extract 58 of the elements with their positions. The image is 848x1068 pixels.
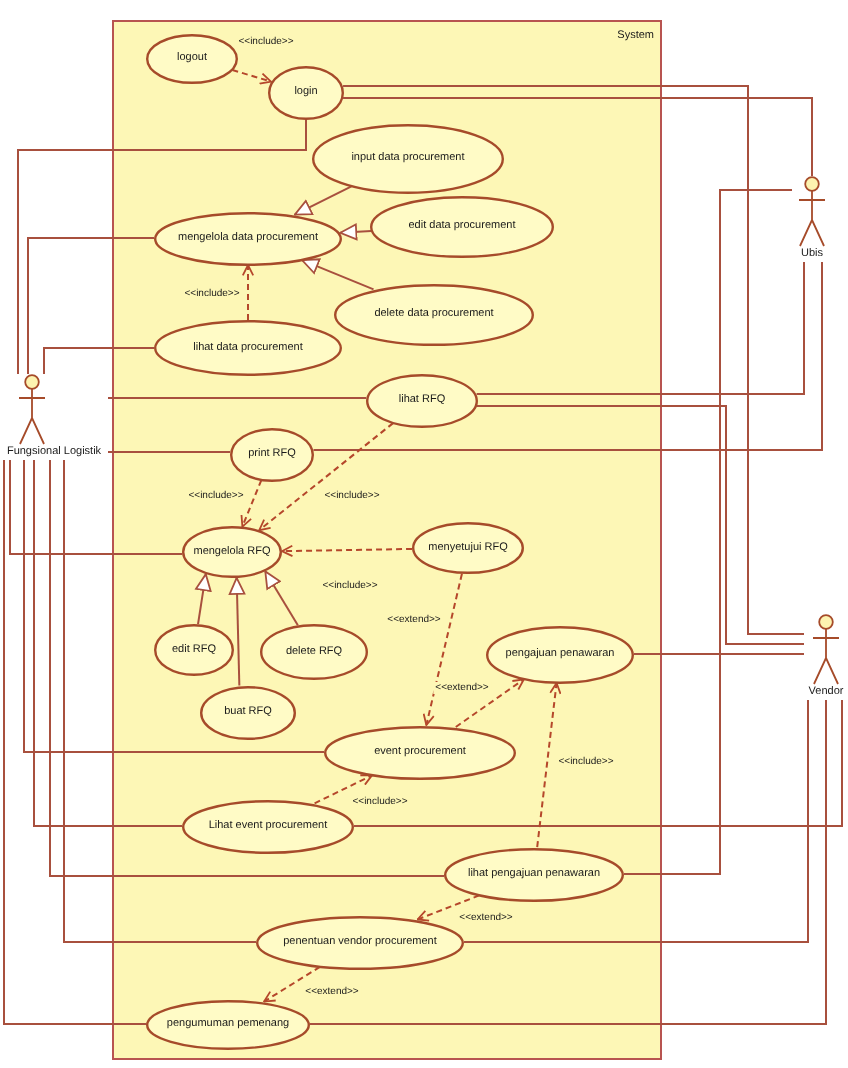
dependency-arrow — [263, 965, 321, 1003]
use-case-ellipse — [146, 33, 238, 83]
use-case-ellipse — [154, 211, 342, 265]
dependency-arrow — [280, 544, 414, 558]
use-case-ellipse — [154, 320, 342, 376]
association-line — [312, 261, 823, 451]
use-case-ellipse — [334, 283, 534, 345]
association-line — [107, 397, 368, 399]
generalization-arrow — [228, 576, 246, 687]
use-case-ellipse — [260, 624, 368, 680]
association-line — [9, 459, 184, 555]
association-line — [17, 118, 307, 375]
association-line — [475, 261, 805, 395]
use-case-ellipse — [486, 625, 634, 683]
dependency-arrow — [240, 479, 263, 528]
association-line — [342, 85, 805, 635]
association-line — [342, 97, 813, 177]
association-line — [33, 459, 183, 827]
use-case-ellipse — [182, 799, 354, 853]
use-case-ellipse — [154, 624, 234, 676]
use-case-ellipse — [444, 847, 624, 901]
dependency-arrow — [536, 681, 562, 848]
dependency-arrow — [313, 774, 373, 805]
generalization-arrow — [339, 223, 373, 241]
dependency-arrow — [454, 678, 525, 728]
dependency-arrow — [416, 894, 481, 922]
dependency-arrow — [241, 264, 255, 321]
association-line — [63, 459, 257, 943]
use-case-ellipse — [268, 65, 344, 119]
system-boundary — [112, 20, 662, 1060]
generalization-arrow — [301, 258, 375, 291]
use-case-ellipse — [412, 522, 524, 574]
association-line — [43, 347, 155, 375]
association-line — [353, 699, 843, 827]
association-line — [27, 237, 155, 375]
use-case-ellipse — [366, 373, 478, 427]
association-line — [623, 189, 793, 875]
dependency-arrow — [231, 69, 272, 85]
generalization-arrow — [264, 570, 299, 627]
use-case-ellipse — [200, 685, 296, 739]
use-case-ellipse — [182, 526, 282, 578]
association-line — [309, 699, 827, 1025]
association-line — [107, 451, 232, 453]
association-line — [475, 405, 805, 645]
dependency-arrow — [422, 572, 463, 727]
association-line — [463, 699, 809, 943]
association-line — [3, 459, 147, 1025]
use-case-ellipse — [312, 123, 504, 193]
generalization-arrow — [195, 573, 212, 626]
use-case-ellipse — [230, 427, 314, 481]
use-case-ellipse — [324, 725, 516, 779]
dependency-arrow — [258, 422, 395, 532]
generalization-arrow — [293, 185, 353, 216]
association-line — [633, 653, 805, 655]
use-case-ellipse — [370, 195, 554, 257]
use-case-ellipse — [146, 999, 310, 1049]
association-line — [23, 459, 325, 753]
association-line — [49, 459, 446, 877]
